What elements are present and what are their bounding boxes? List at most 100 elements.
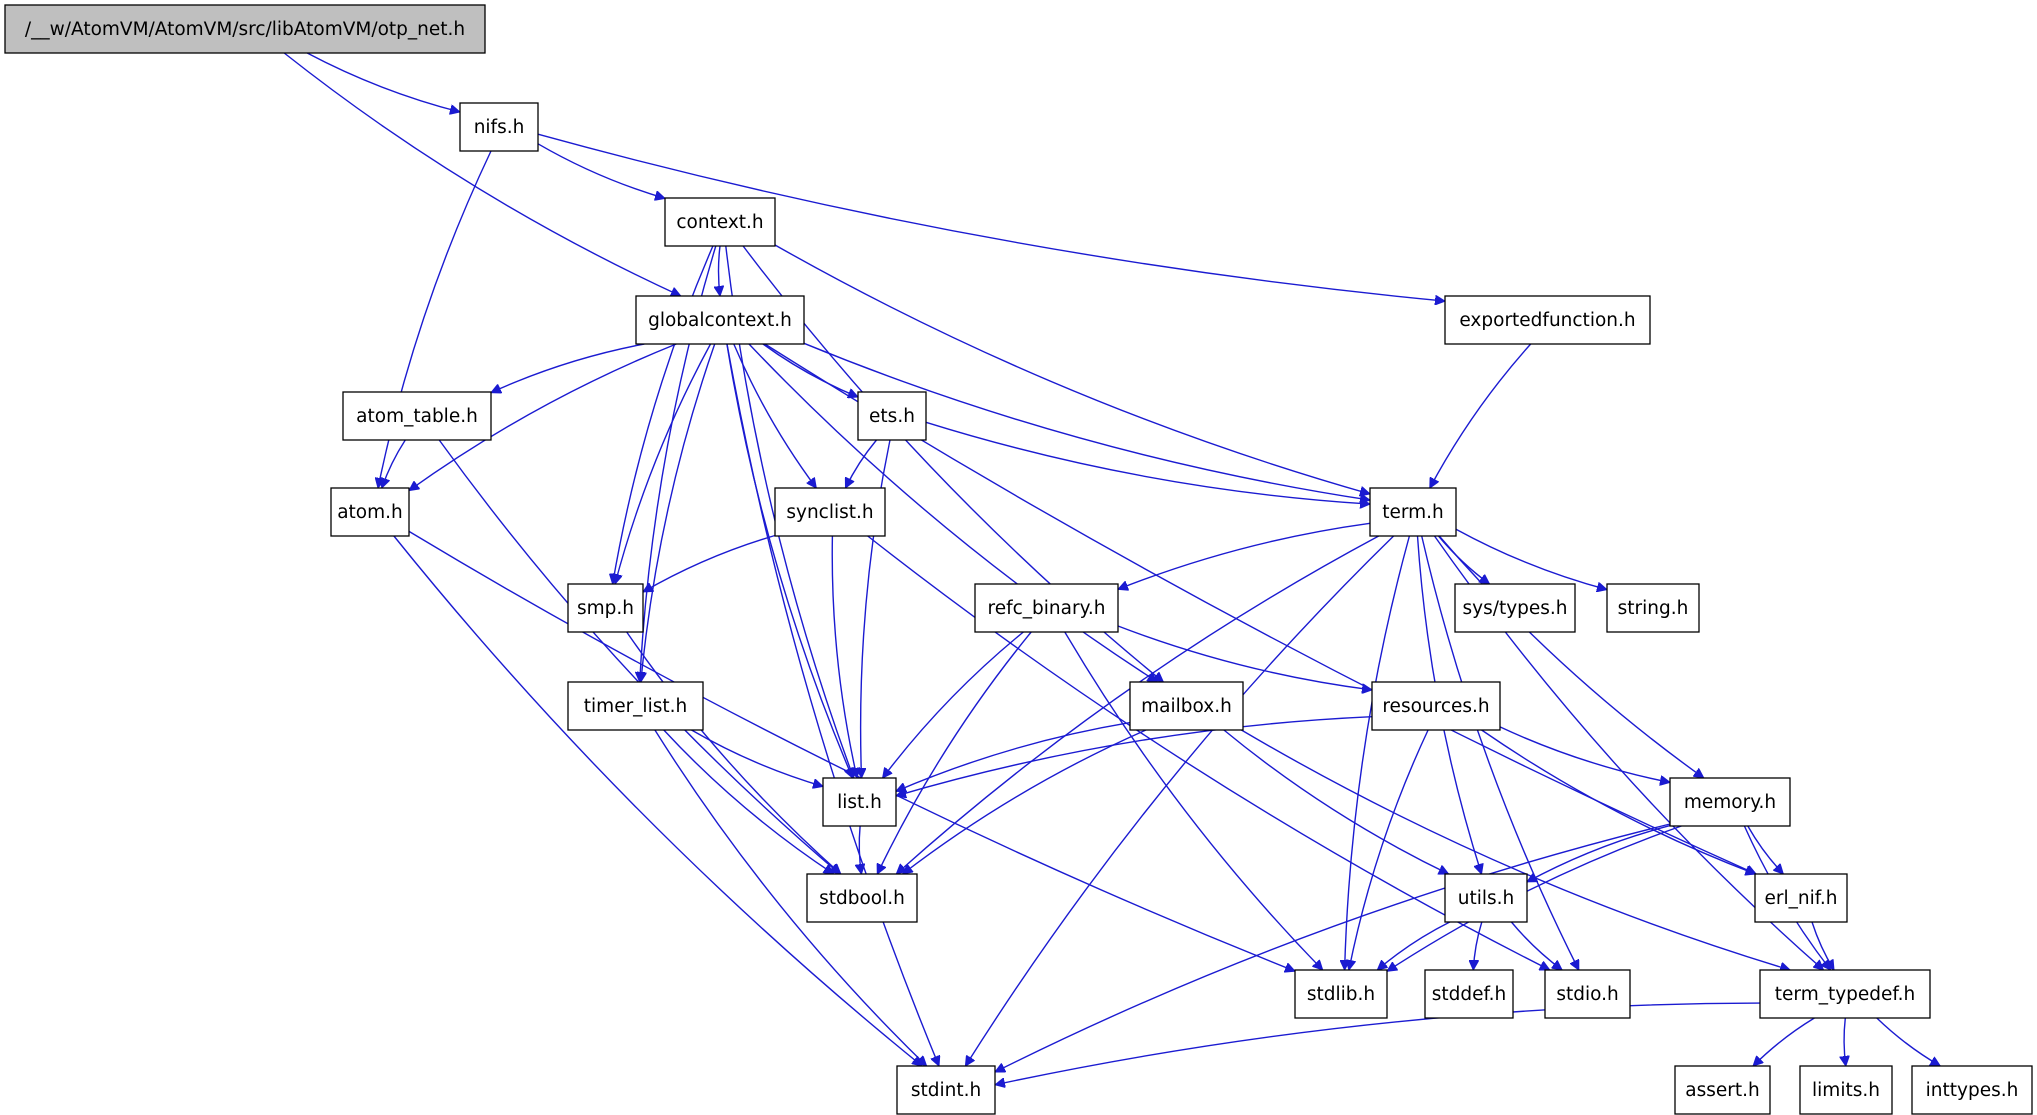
node-box-exportedfunction[interactable] [1444,295,1651,345]
edge-smp-to-stdbool [626,631,841,874]
node-term[interactable]: term.h [1369,487,1457,537]
node-timer_list[interactable]: timer_list.h [567,681,704,731]
node-box-assert[interactable] [1674,1065,1771,1115]
node-stdbool[interactable]: stdbool.h [806,873,918,923]
node-atom[interactable]: atom.h [330,487,410,537]
node-exportedfunction[interactable]: exportedfunction.h [1444,295,1651,345]
node-label-assert: assert.h [1685,1080,1759,1101]
edge-term-to-refc_binary [1118,522,1371,589]
node-box-atom_table[interactable] [342,391,492,441]
edge-nifs-to-atom [378,150,492,488]
node-box-smp[interactable] [567,583,644,633]
node-box-limits[interactable] [1799,1065,1893,1115]
node-box-memory[interactable] [1669,777,1791,827]
node-box-term_typedef[interactable] [1759,969,1931,1019]
node-stdint[interactable]: stdint.h [896,1065,996,1115]
node-list[interactable]: list.h [822,777,897,827]
node-atom_table[interactable]: atom_table.h [342,391,492,441]
node-box-inttypes[interactable] [1911,1065,2033,1115]
node-label-utils: utils.h [1458,888,1515,909]
edge-exportedfunction-to-term [1429,343,1532,488]
node-smp[interactable]: smp.h [567,583,644,633]
node-label-atom_table: atom_table.h [356,406,478,427]
edge-list-to-stdbool [859,825,861,874]
node-label-stdlib: stdlib.h [1307,984,1375,1005]
node-memory[interactable]: memory.h [1669,777,1791,827]
node-label-sys_types: sys/types.h [1462,598,1567,619]
edge-memory-to-stdlib [1387,825,1682,971]
node-assert[interactable]: assert.h [1674,1065,1771,1115]
node-label-ets: ets.h [869,406,915,427]
node-erl_nif[interactable]: erl_nif.h [1754,873,1848,923]
node-utils[interactable]: utils.h [1444,873,1528,923]
node-box-sys_types[interactable] [1454,583,1576,633]
node-box-erl_nif[interactable] [1754,873,1848,923]
edge-atom_table-to-atom [382,439,406,488]
node-stdio[interactable]: stdio.h [1544,969,1631,1019]
node-box-resources[interactable] [1371,681,1501,731]
node-box-synclist[interactable] [774,487,886,537]
edge-globalcontext-to-list [726,343,853,778]
edge-term-to-string [1455,528,1607,589]
node-inttypes[interactable]: inttypes.h [1911,1065,2033,1115]
node-box-utils[interactable] [1444,873,1528,923]
node-stddef[interactable]: stddef.h [1424,969,1514,1019]
node-box-refc_binary[interactable] [974,583,1119,633]
node-box-timer_list[interactable] [567,681,704,731]
node-refc_binary[interactable]: refc_binary.h [974,583,1119,633]
node-label-mailbox: mailbox.h [1141,696,1232,717]
edge-mailbox-to-term_typedef [1241,729,1790,970]
node-box-atom[interactable] [330,487,410,537]
node-mailbox[interactable]: mailbox.h [1129,681,1244,731]
node-box-stdio[interactable] [1544,969,1631,1019]
node-stdlib[interactable]: stdlib.h [1294,969,1388,1019]
node-label-atom: atom.h [337,502,403,523]
node-label-synclist: synclist.h [786,502,873,523]
node-box-stddef[interactable] [1424,969,1514,1019]
edge-refc_binary-to-resources [1117,625,1372,690]
edge-globalcontext-to-ets [762,343,858,397]
edge-nifs-to-exportedfunction [537,133,1445,301]
node-term_typedef[interactable]: term_typedef.h [1759,969,1931,1019]
node-otp_net[interactable]: /__w/AtomVM/AtomVM/src/libAtomVM/otp_net… [4,4,486,54]
edge-erl_nif-to-term_typedef [1811,921,1835,970]
edge-refc_binary-to-stdlib [1064,631,1323,970]
node-box-globalcontext[interactable] [635,295,805,345]
node-synclist[interactable]: synclist.h [774,487,886,537]
edge-mailbox-to-list [896,721,1131,792]
node-box-stdint[interactable] [896,1065,996,1115]
node-box-nifs[interactable] [459,102,539,152]
node-box-stdlib[interactable] [1294,969,1388,1019]
node-box-string[interactable] [1606,583,1700,633]
node-nifs[interactable]: nifs.h [459,102,539,152]
node-globalcontext[interactable]: globalcontext.h [635,295,805,345]
nodes-layer: /__w/AtomVM/AtomVM/src/libAtomVM/otp_net… [4,4,2033,1115]
node-label-stdint: stdint.h [911,1080,981,1101]
edge-utils-to-stdio [1510,921,1562,970]
node-box-otp_net[interactable] [4,4,486,54]
edge-context-to-globalcontext [719,245,721,296]
node-box-list[interactable] [822,777,897,827]
node-label-string: string.h [1618,598,1689,619]
node-box-mailbox[interactable] [1129,681,1244,731]
node-resources[interactable]: resources.h [1371,681,1501,731]
node-context[interactable]: context.h [664,197,776,247]
edge-atom_table-to-stdbool [438,439,840,874]
node-label-list: list.h [837,792,882,813]
node-box-context[interactable] [664,197,776,247]
node-box-ets[interactable] [857,391,927,441]
node-ets[interactable]: ets.h [857,391,927,441]
node-sys_types[interactable]: sys/types.h [1454,583,1576,633]
edge-memory-to-utils [1527,824,1671,883]
node-string[interactable]: string.h [1606,583,1700,633]
node-limits[interactable]: limits.h [1799,1065,1893,1115]
node-label-otp_net: /__w/AtomVM/AtomVM/src/libAtomVM/otp_net… [25,19,465,40]
node-label-refc_binary: refc_binary.h [988,598,1106,619]
edge-resources-to-erl_nif [1481,729,1756,874]
node-box-stdbool[interactable] [806,873,918,923]
node-box-term[interactable] [1369,487,1457,537]
edge-globalcontext-to-mailbox [748,343,1158,682]
node-label-exportedfunction: exportedfunction.h [1459,310,1635,331]
edges-layer [283,52,1940,1085]
